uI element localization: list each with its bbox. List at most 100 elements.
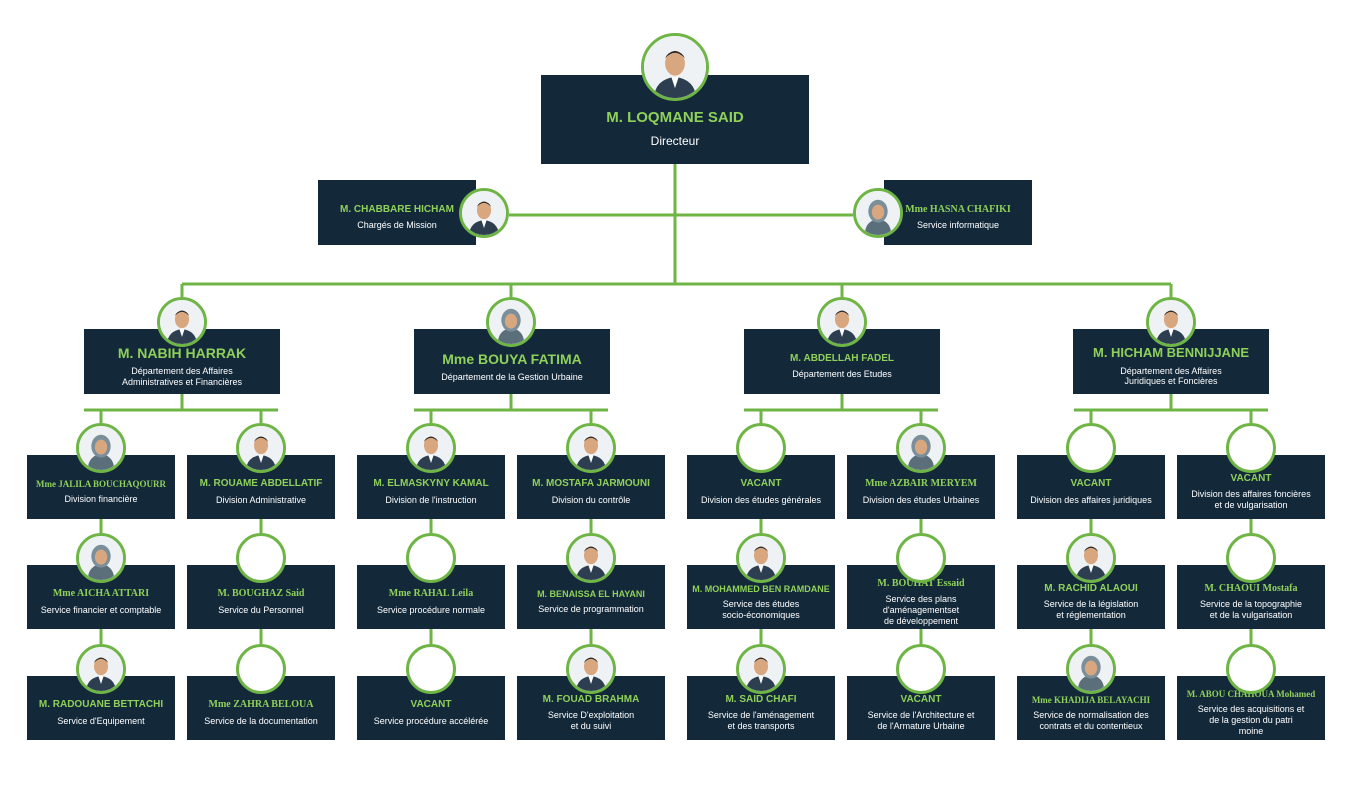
node-role: Service des acquisitions et de la gestio… — [1197, 704, 1305, 737]
node-role: Département des Affaires Juridiques et F… — [1120, 365, 1222, 387]
node-name: Mme HASNA CHAFIKI — [905, 203, 1011, 215]
node-role: Service de la documentation — [204, 715, 318, 726]
male-person-icon — [641, 33, 709, 101]
org-node-c2r3: Mme ZAHRA BELOUA Service de la documentat… — [187, 676, 335, 740]
node-name: Mme JALILA BOUCHAQOURR — [36, 478, 166, 489]
node-name: VACANT — [740, 478, 782, 490]
female-person-icon — [76, 423, 126, 473]
empty-photo-icon — [406, 644, 456, 694]
male-person-icon — [459, 188, 509, 238]
node-name: M. ELMASKYNY KAMAL — [373, 478, 489, 490]
node-role: Département de la Gestion Urbaine — [441, 371, 583, 382]
male-person-icon — [236, 423, 286, 473]
node-name: Mme RAHAL Leila — [388, 588, 474, 600]
node-name: M. CHAOUI Mostafa — [1204, 582, 1298, 594]
node-role: Directeur — [650, 133, 700, 148]
female-person-icon — [896, 423, 946, 473]
empty-photo-icon — [1066, 423, 1116, 473]
node-role: Chargés de Mission — [357, 220, 437, 231]
node-name: M. MOSTAFA JARMOUNI — [532, 478, 650, 490]
org-node-c3r1: M. ELMASKYNY KAMAL Division de l'instruct… — [357, 455, 505, 519]
node-name: Mme AICHA ATTARI — [52, 588, 150, 600]
node-role: Service de programmation — [538, 604, 644, 615]
node-role: Division des affaires juridiques — [1030, 494, 1152, 505]
empty-photo-icon — [236, 644, 286, 694]
male-person-icon — [817, 297, 867, 347]
empty-photo-icon — [1226, 644, 1276, 694]
male-person-icon — [1146, 297, 1196, 347]
male-person-icon — [157, 297, 207, 347]
male-person-icon — [736, 644, 786, 694]
node-name: VACANT — [1230, 472, 1272, 484]
node-name: M. CHABBARE HICHAM — [340, 203, 454, 215]
node-name: M. BOUHAT Essaid — [877, 577, 965, 589]
node-role: Division financière — [64, 494, 138, 505]
node-name: M. ROUAME ABDELLATIF — [199, 478, 323, 490]
org-node-mission: M. CHABBARE HICHAM Chargés de Mission — [318, 180, 476, 245]
node-role: Division de l'instruction — [385, 494, 477, 505]
node-role: Service d'Equipement — [57, 715, 145, 726]
node-name: M. HICHAM BENNIJJANE — [1092, 344, 1249, 360]
org-node-info: Mme HASNA CHAFIKI Service informatique — [884, 180, 1032, 245]
node-name: M. NABIH HARRAK — [117, 345, 247, 362]
node-name: VACANT — [1070, 478, 1112, 490]
node-name: Mme ZAHRA BELOUA — [208, 699, 314, 711]
org-node-c7r1: VACANT Division des affaires juridiques — [1017, 455, 1165, 519]
node-role: Service des plans d'aménagementset de dé… — [882, 594, 960, 626]
empty-photo-icon — [896, 644, 946, 694]
node-role: Division du contrôle — [551, 494, 631, 505]
node-name: M. ABDELLAH FADEL — [789, 352, 895, 364]
node-role: Service procédure normale — [376, 604, 486, 615]
empty-photo-icon — [406, 533, 456, 583]
empty-photo-icon — [1226, 533, 1276, 583]
empty-photo-icon — [236, 533, 286, 583]
node-name: Mme AZBAIR MERYEM — [865, 478, 977, 490]
node-name: M. FOUAD BRAHMA — [542, 693, 640, 705]
node-name: M. SAID CHAFI — [725, 693, 797, 705]
node-role: Division des études Urbaines — [862, 494, 980, 505]
male-person-icon — [566, 644, 616, 694]
male-person-icon — [566, 533, 616, 583]
male-person-icon — [406, 423, 456, 473]
node-role: Service des études socio-économiques — [722, 598, 800, 620]
node-role: Département des Etudes — [792, 369, 892, 380]
node-role: Service de la législation et réglementat… — [1043, 599, 1139, 621]
empty-photo-icon — [736, 423, 786, 473]
org-node-c5r1: VACANT Division des études générales — [687, 455, 835, 519]
female-person-icon — [486, 297, 536, 347]
node-name: VACANT — [410, 699, 452, 711]
node-role: Division des affaires foncières et de vu… — [1191, 489, 1311, 511]
female-person-icon — [853, 188, 903, 238]
node-role: Service procédure accélérée — [373, 715, 489, 726]
node-name: M. RACHID ALAOUI — [1044, 582, 1138, 594]
node-role: Service du Personnel — [218, 604, 304, 615]
node-name: Mme KHADIJA BELAYACHI — [1031, 694, 1151, 705]
node-name: M. BOUGHAZ Said — [217, 588, 305, 600]
node-role: Division des études générales — [700, 494, 822, 505]
node-name: M. MOHAMMED BEN RAMDANE — [692, 583, 830, 594]
node-role: Département des Affaires Administratives… — [121, 366, 243, 388]
female-person-icon — [76, 533, 126, 583]
node-role: Service de la topographie et de la vulga… — [1199, 599, 1303, 621]
male-person-icon — [1066, 533, 1116, 583]
node-role: Service de normalisation des contrats et… — [1033, 709, 1149, 731]
female-person-icon — [1066, 644, 1116, 694]
node-name: M. LOQMANE SAID — [606, 108, 744, 126]
male-person-icon — [736, 533, 786, 583]
male-person-icon — [566, 423, 616, 473]
node-name: M. RADOUANE BETTACHI — [38, 699, 164, 711]
node-name: Mme BOUYA FATIMA — [442, 350, 582, 367]
node-role: Service financier et comptable — [40, 604, 162, 615]
empty-photo-icon — [1226, 423, 1276, 473]
empty-photo-icon — [896, 533, 946, 583]
node-name: VACANT — [900, 693, 942, 705]
node-role: Service D'exploitation et du suivi — [547, 710, 635, 732]
node-role: Division Administrative — [215, 494, 307, 505]
node-role: Service de l'aménagement et des transpor… — [707, 710, 815, 732]
node-role: Service informatique — [916, 220, 1000, 231]
node-name: M. ABOU CHAHOUA Mohamed — [1186, 689, 1316, 700]
male-person-icon — [76, 644, 126, 694]
